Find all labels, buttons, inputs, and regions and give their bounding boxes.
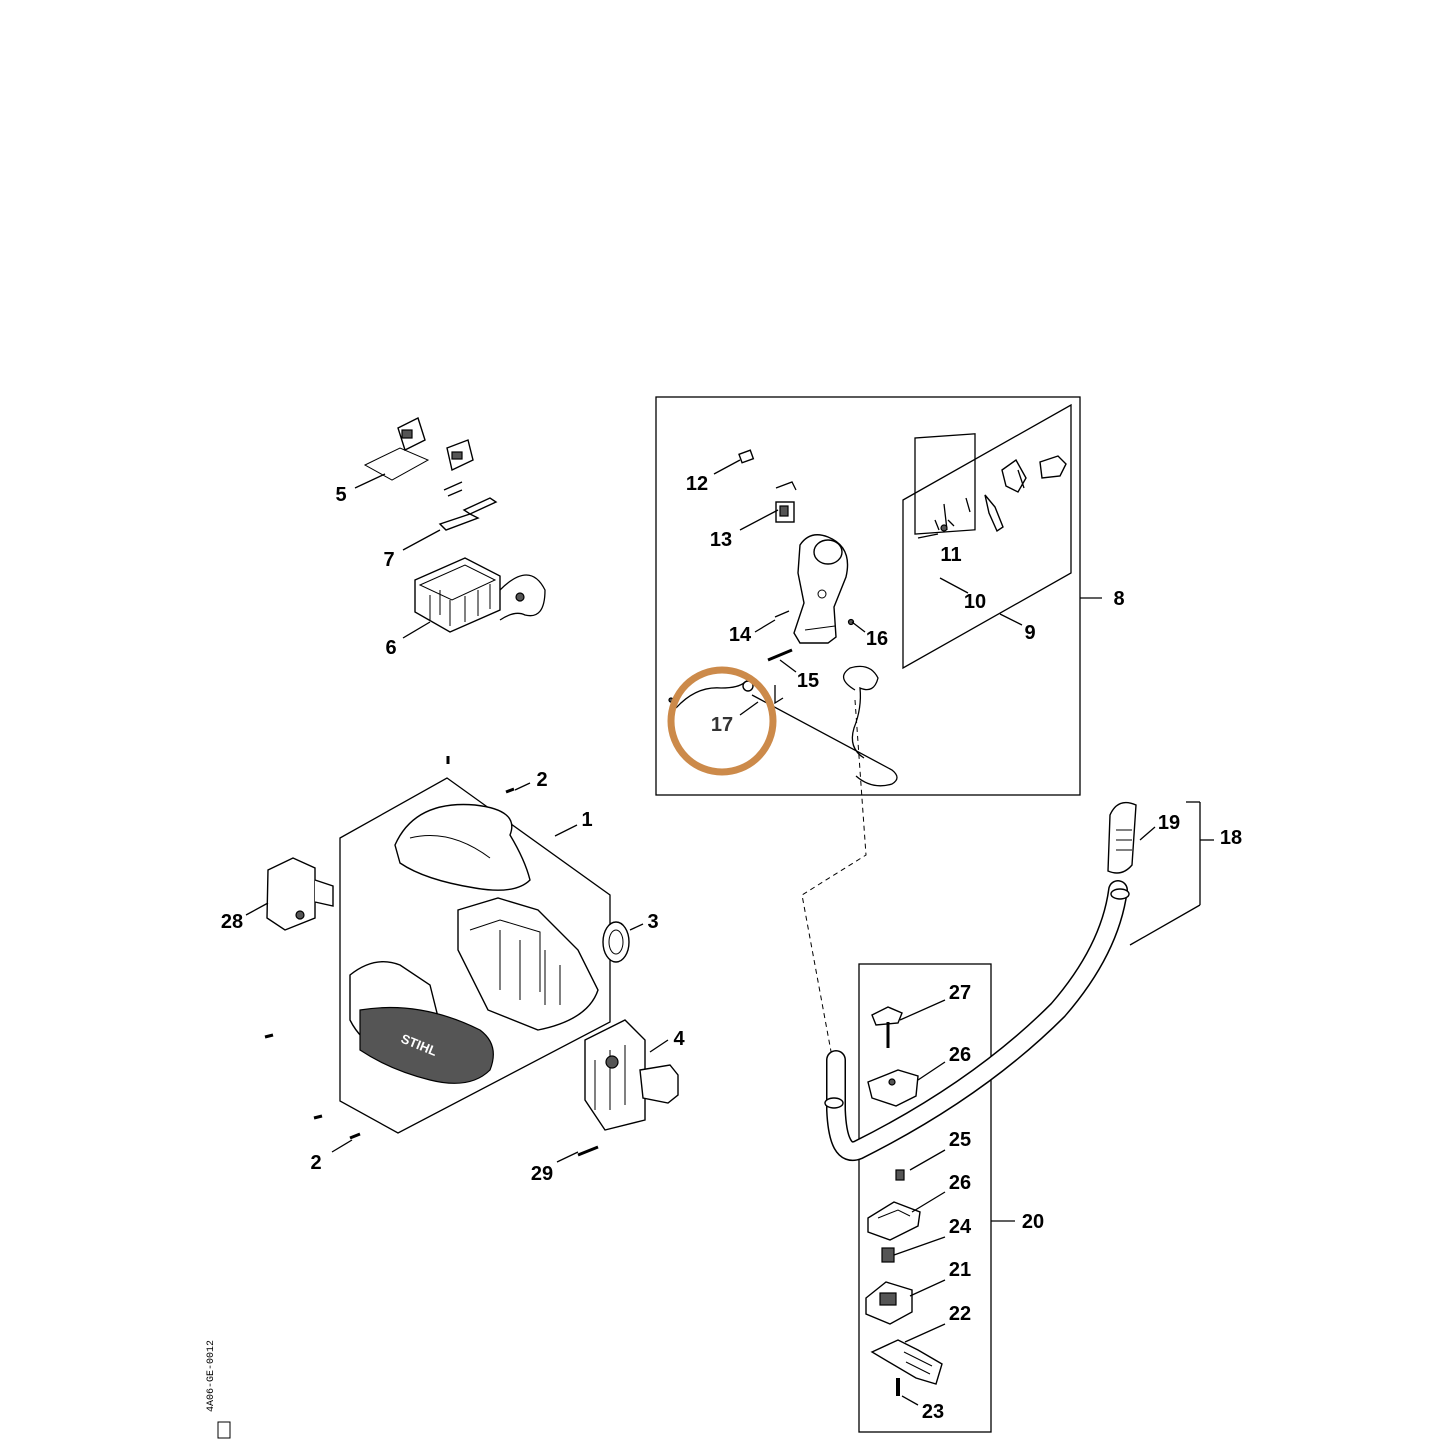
drawing-code-box: [217, 1421, 231, 1439]
part-21-base: [865, 1281, 913, 1325]
label-2-bottom: 2: [310, 1152, 321, 1174]
part-15-screw: [767, 648, 793, 662]
label-29: 29: [531, 1163, 553, 1185]
handle-kit-frame: [902, 403, 1072, 670]
label-18: 18: [1220, 827, 1242, 849]
part-19-grip: [1107, 801, 1137, 874]
part-27-knob: [871, 1006, 903, 1048]
part-4-motor: [584, 1019, 679, 1131]
part-26-clamp-upper: [867, 1069, 919, 1107]
label-28: 28: [221, 911, 243, 933]
label-11: 11: [940, 544, 961, 566]
part-11-switch-parts: [917, 497, 971, 539]
label-1: 1: [581, 809, 592, 831]
label-2-top: 2: [536, 769, 547, 791]
part-22-grip-part: [870, 1339, 943, 1385]
label-8: 8: [1113, 588, 1124, 610]
label-14: 14: [729, 624, 752, 646]
handle-wiring: [751, 665, 898, 787]
part-1-motor-housing: [349, 803, 599, 1084]
part-25-spring: [895, 1169, 905, 1181]
label-24: 24: [949, 1216, 972, 1238]
part-12-clip: [738, 449, 755, 464]
part-3-seal-ring: [602, 921, 630, 963]
screw-lower: [313, 1114, 323, 1120]
switch-kit-frame: [914, 433, 976, 535]
part-8-rear-handle: [793, 534, 849, 644]
part-16-nut: [847, 618, 855, 626]
label-26-lower: 26: [949, 1172, 971, 1194]
label-25: 25: [949, 1129, 971, 1151]
label-9: 9: [1024, 622, 1035, 644]
part-18-loop-handle: [824, 880, 1130, 1162]
assembly-connector-line: [801, 699, 867, 1101]
part-2-screw-bottom: [349, 1132, 361, 1140]
loop-handle-kit-frame: [858, 963, 992, 1433]
label-17: 17: [711, 714, 733, 736]
part-14-screw: [774, 610, 790, 618]
handle-assembly-frame: [655, 396, 1081, 796]
label-12: 12: [686, 473, 708, 495]
screw-left: [264, 1033, 274, 1039]
label-16: 16: [866, 628, 888, 650]
drawing-code: 4A06-GE-0012: [206, 1340, 217, 1412]
label-5: 5: [335, 484, 346, 506]
label-26-upper: 26: [949, 1044, 971, 1066]
label-10: 10: [964, 591, 986, 613]
part-24-spring: [881, 1247, 895, 1263]
part-5-bracket: [363, 417, 474, 497]
label-7: 7: [383, 549, 394, 571]
label-20: 20: [1022, 1211, 1044, 1233]
part-17-highlight-ring: [667, 666, 777, 776]
part-29-screw: [577, 1145, 599, 1157]
label-23: 23: [922, 1401, 944, 1423]
leader-lines: [245, 459, 1214, 1406]
label-19: 19: [1158, 812, 1180, 834]
housing-frame: [339, 777, 611, 1134]
label-6: 6: [385, 637, 396, 659]
label-21: 21: [949, 1259, 971, 1281]
part-17-cable: [668, 680, 754, 709]
part-28-cover: [266, 857, 334, 931]
label-4: 4: [673, 1028, 685, 1050]
label-22: 22: [949, 1303, 971, 1325]
part-6-electronics-holder: [414, 557, 546, 633]
part-2-screw-side: [505, 787, 515, 794]
part-26-clamp-lower: [867, 1201, 921, 1241]
label-13: 13: [710, 529, 732, 551]
label-3: 3: [647, 911, 658, 933]
label-15: 15: [797, 670, 819, 692]
part-9-trigger-parts: [984, 455, 1067, 533]
part-13-holder: [775, 481, 797, 523]
label-27: 27: [949, 982, 971, 1004]
part-7-contacts: [438, 497, 498, 531]
